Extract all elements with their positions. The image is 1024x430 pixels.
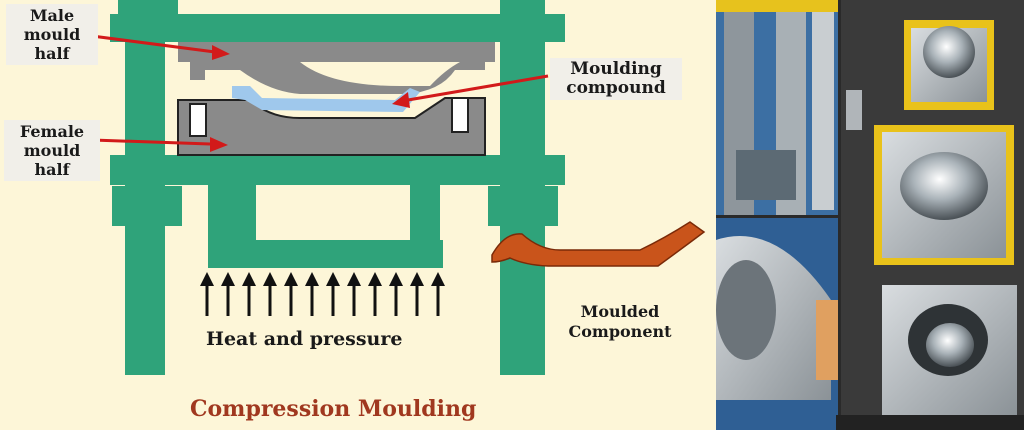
photo-panel [716,0,1024,430]
female-mould-half-label: Female mould half [4,120,100,181]
moulded-label-line1: Moulded [580,302,660,321]
heat-pressure-arrows [200,272,445,316]
female-label-line2: mould [23,141,81,160]
male-label-line3: half [34,44,70,63]
moulding-compound-label: Moulding compound [550,58,682,100]
photo-collage [716,0,1024,430]
press-machine-photo [716,0,838,215]
polished-mould-photo [716,218,838,430]
heat-and-pressure-label: Heat and pressure [206,328,403,350]
male-label-line1: Male [29,6,75,25]
compound-label-line2: compound [566,78,666,98]
press-frame [110,0,565,375]
moulded-label-line2: Component [568,322,672,341]
male-mould-half-label: Male mould half [6,4,98,65]
male-mould-half [178,42,495,94]
label-arrows [91,34,549,152]
female-label-line1: Female [19,122,85,141]
moulded-component-label: Moulded Component [550,302,690,342]
female-label-line3: half [34,160,70,179]
moulding-compound-shape [232,86,420,112]
moulded-component-shape [491,221,706,267]
mould-set-photo [836,0,1024,430]
compression-moulding-diagram: Male mould half Female mould half Mouldi… [4,0,706,422]
male-label-line2: mould [23,25,81,44]
compound-label-line1: Moulding [570,59,662,79]
diagram-title: Compression Moulding [190,396,477,422]
diagram-graphics [91,0,706,375]
